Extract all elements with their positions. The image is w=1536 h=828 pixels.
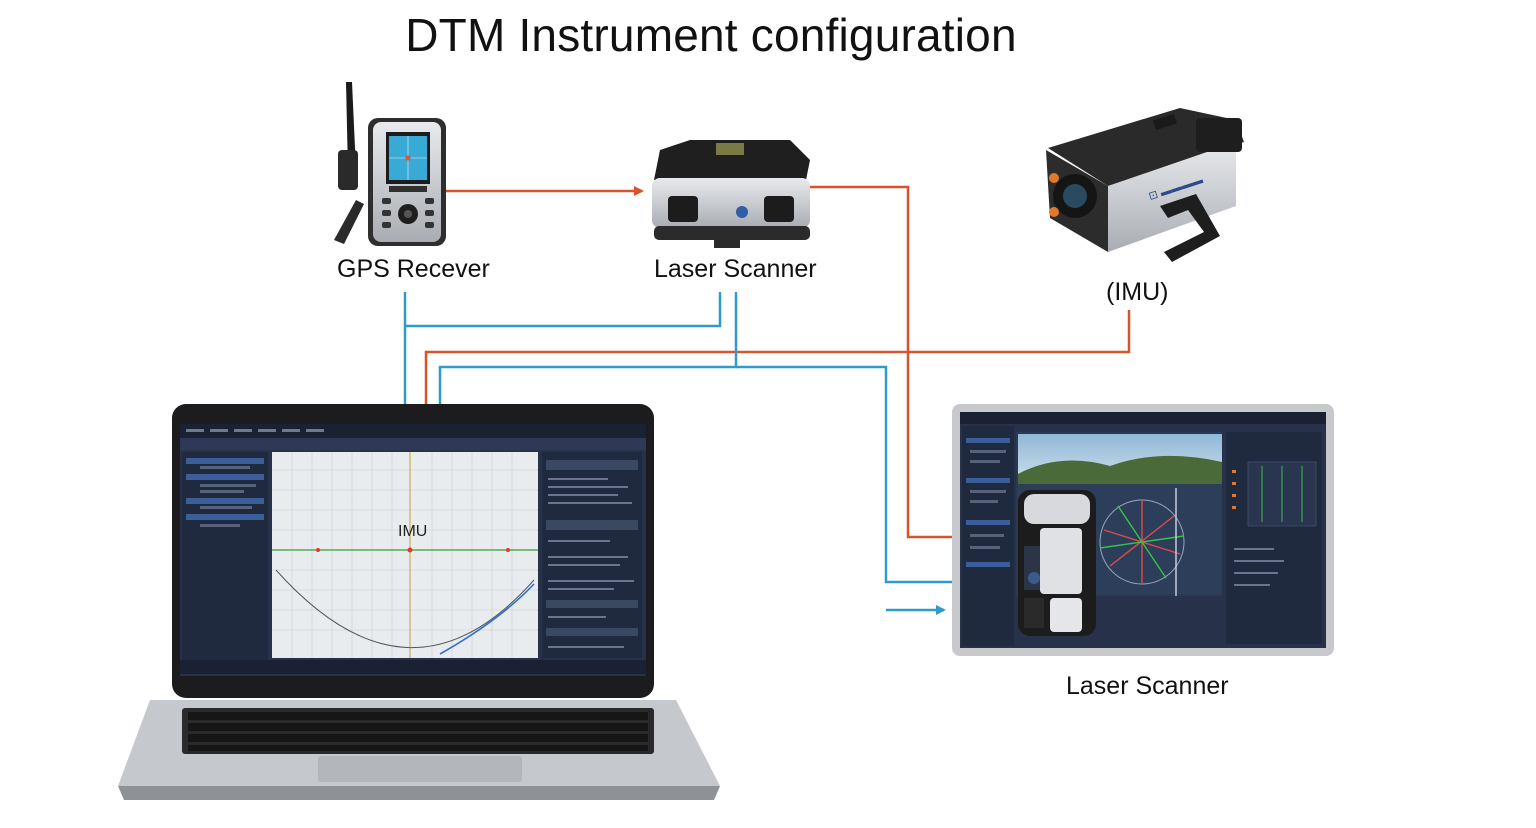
plot-area xyxy=(272,452,538,658)
plot-label-imu: IMU xyxy=(398,523,427,540)
monitor-icon xyxy=(952,404,1334,656)
gps-receiver-icon xyxy=(334,82,446,246)
laser-scanner-label-top: Laser Scanner xyxy=(654,255,817,283)
laser-scanner-label-monitor: Laser Scanner xyxy=(1066,672,1229,700)
imu-camera-icon: ⊡ ▬▬▬▬ xyxy=(1046,108,1244,262)
trackpad xyxy=(318,756,522,782)
imu-label: (IMU) xyxy=(1106,278,1169,306)
laptop-icon: IMU xyxy=(118,404,720,800)
laser-scanner-icon xyxy=(652,140,810,248)
connector-imu-to-laptop xyxy=(424,310,1131,424)
connector-scanner-to-monitor-blue xyxy=(736,365,1014,587)
connector-scanner-to-laptop xyxy=(438,292,738,424)
connections xyxy=(403,185,1131,615)
diagram-title: DTM Instrument configuration xyxy=(405,9,1017,61)
gps-receiver-label: GPS Recever xyxy=(337,255,490,283)
